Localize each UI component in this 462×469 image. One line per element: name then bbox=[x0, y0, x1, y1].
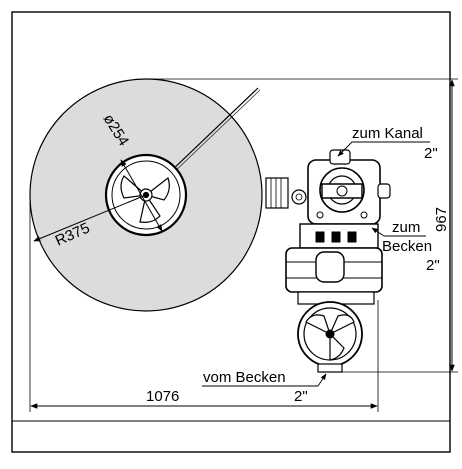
leader-zum-becken bbox=[371, 227, 385, 237]
outlet-top-label: zum Kanal bbox=[352, 125, 423, 142]
outlet-right-label: zum bbox=[392, 219, 420, 236]
outlet-top-size: 2" bbox=[424, 145, 438, 162]
outlet-right-label-2: Becken bbox=[382, 238, 432, 255]
inlet-bottom-size: 2" bbox=[294, 388, 308, 405]
height-label: 967 bbox=[433, 207, 450, 232]
diameter-dim-line bbox=[120, 159, 163, 232]
radius-dim-line bbox=[33, 194, 147, 242]
inlet-bottom-label: vom Becken bbox=[203, 369, 286, 386]
outlet-right-size: 2" bbox=[426, 257, 440, 274]
width-label: 1076 bbox=[146, 388, 179, 405]
valve-assembly bbox=[265, 149, 391, 373]
